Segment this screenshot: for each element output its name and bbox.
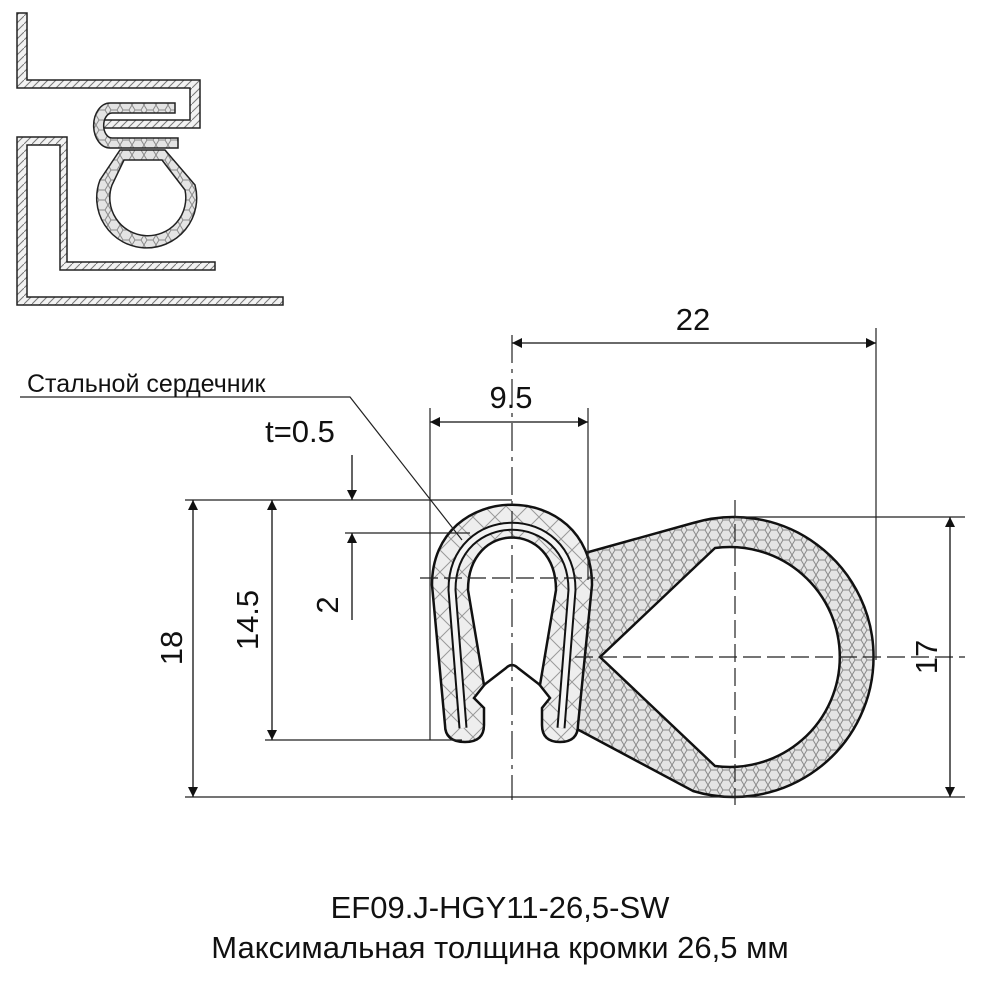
sponge-bulb <box>558 515 875 799</box>
dim-core-thickness: t=0.5 <box>265 414 335 449</box>
dim-clip-width: 9.5 <box>489 380 532 415</box>
installation-inset <box>16 12 284 306</box>
dim-bulb-height: 17 <box>909 640 944 674</box>
part-number: EF09.J-HGY11-26,5-SW <box>330 890 670 925</box>
dim-core-offset: 2 <box>310 596 345 613</box>
steel-core-callout: Стальной сердечник <box>27 370 267 398</box>
dim-clip-height: 14.5 <box>230 590 265 650</box>
dimension-lines <box>188 338 955 797</box>
extension-lines <box>20 328 965 805</box>
dim-total-height: 18 <box>154 631 189 665</box>
part-description: Максимальная толщина кромки 26,5 мм <box>211 930 789 965</box>
dim-overall-width: 22 <box>676 302 710 337</box>
